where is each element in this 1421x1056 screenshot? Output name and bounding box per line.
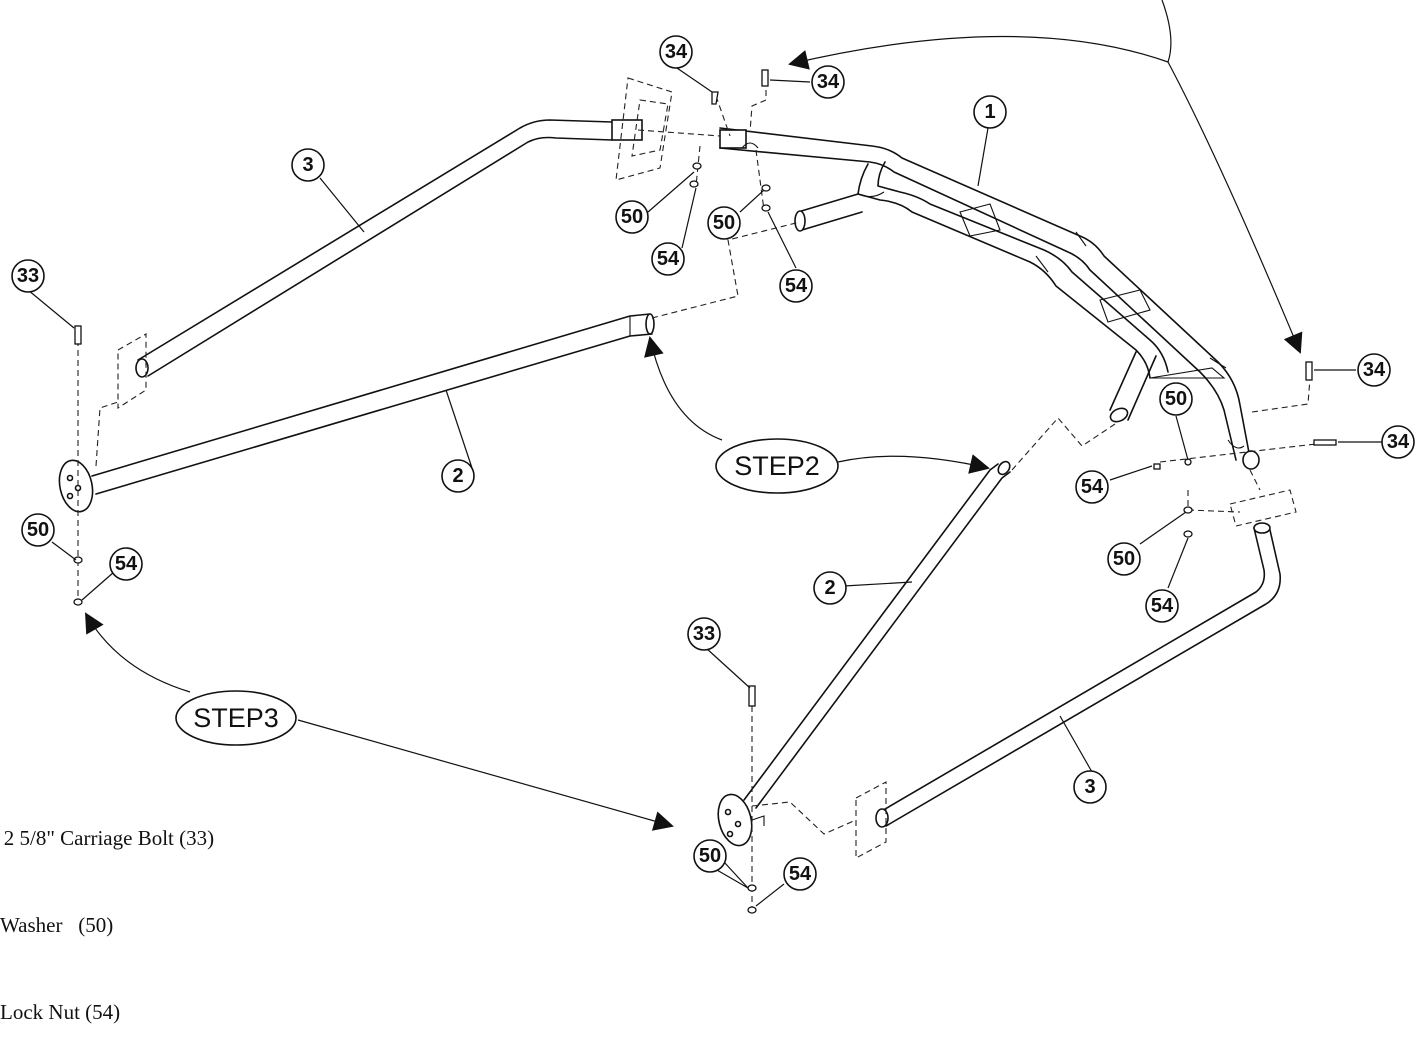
callout-50: 50 <box>21 513 55 547</box>
callout-1: 1 <box>973 95 1007 129</box>
callout-label: 50 <box>1165 388 1187 410</box>
callout-label: 50 <box>1113 548 1135 570</box>
callout-label: 34 <box>665 41 688 63</box>
callout-label: 50 <box>699 845 721 867</box>
direction-arrows <box>85 0 1303 831</box>
assembly-path-lines <box>77 80 1317 914</box>
part-callouts: 34 34 1 3 33 50 54 50 54 2 34 50 34 54 5… <box>11 35 1415 891</box>
callout-label: 3 <box>302 154 313 176</box>
callout-2: 2 <box>441 459 475 493</box>
callout-label: 50 <box>621 206 643 228</box>
callout-3: 3 <box>1073 770 1107 804</box>
part-2-upper-leg <box>58 313 655 513</box>
callout-label: 34 <box>1363 359 1386 381</box>
callout-label: 54 <box>657 248 680 270</box>
callout-label: 54 <box>115 553 138 575</box>
callout-54: 54 <box>109 547 143 581</box>
callout-50: 50 <box>615 200 649 234</box>
legend-carriage-bolt: x 2 5/8" Carriage Bolt (33) <box>0 826 215 850</box>
callout-54: 54 <box>1145 589 1179 623</box>
callout-34: 34 <box>1381 425 1415 459</box>
callout-34: 34 <box>1357 353 1391 387</box>
callout-33: 33 <box>687 617 721 651</box>
leader-lines <box>27 65 1382 907</box>
callout-2: 2 <box>813 571 847 605</box>
callout-50: 50 <box>707 206 741 240</box>
callout-label: 34 <box>817 71 840 93</box>
callout-label: 33 <box>693 623 715 645</box>
callout-label: 54 <box>1081 476 1104 498</box>
callout-label: 3 <box>1084 776 1095 798</box>
part-2-lower-leg <box>717 460 1011 847</box>
callout-label: 33 <box>17 265 39 287</box>
hardware-legend: x 2 5/8" Carriage Bolt (33) Washer (50) … <box>0 766 214 1056</box>
callout-50: 50 <box>693 839 727 873</box>
callout-label: 1 <box>984 101 995 123</box>
callout-label: 2 <box>824 577 835 599</box>
callout-33: 33 <box>11 259 45 293</box>
part-3-lower-arm <box>855 489 1297 859</box>
callout-50: 50 <box>1159 382 1193 416</box>
legend-washer: Washer (50) <box>0 913 114 937</box>
assembly-diagram: 34 34 1 3 33 50 54 50 54 2 34 50 34 54 5… <box>11 0 1415 914</box>
callout-label: 54 <box>1151 595 1174 617</box>
callout-54: 54 <box>651 242 685 276</box>
callout-54: 54 <box>783 857 817 891</box>
step3-label: STEP3 <box>175 690 297 746</box>
callout-3: 3 <box>291 148 325 182</box>
callout-50: 50 <box>1107 542 1141 576</box>
step2-text: STEP2 <box>734 451 820 481</box>
callout-label: 34 <box>1387 431 1410 453</box>
callout-label: 54 <box>789 863 812 885</box>
callout-34: 34 <box>659 35 693 69</box>
callout-label: 54 <box>785 275 808 297</box>
callout-54: 54 <box>1075 470 1109 504</box>
legend-lock-nut: Lock Nut (54) <box>0 1000 121 1024</box>
hardware <box>73 69 1337 914</box>
callout-label: 2 <box>452 465 463 487</box>
part-1-main-frame <box>719 127 1260 470</box>
callout-54: 54 <box>779 269 813 303</box>
callout-label: 50 <box>713 212 735 234</box>
callout-34: 34 <box>811 65 845 99</box>
step2-label: STEP2 <box>715 438 839 494</box>
step3-text: STEP3 <box>193 703 279 733</box>
part-3-upper-arm <box>117 77 673 410</box>
callout-label: 50 <box>27 519 49 541</box>
